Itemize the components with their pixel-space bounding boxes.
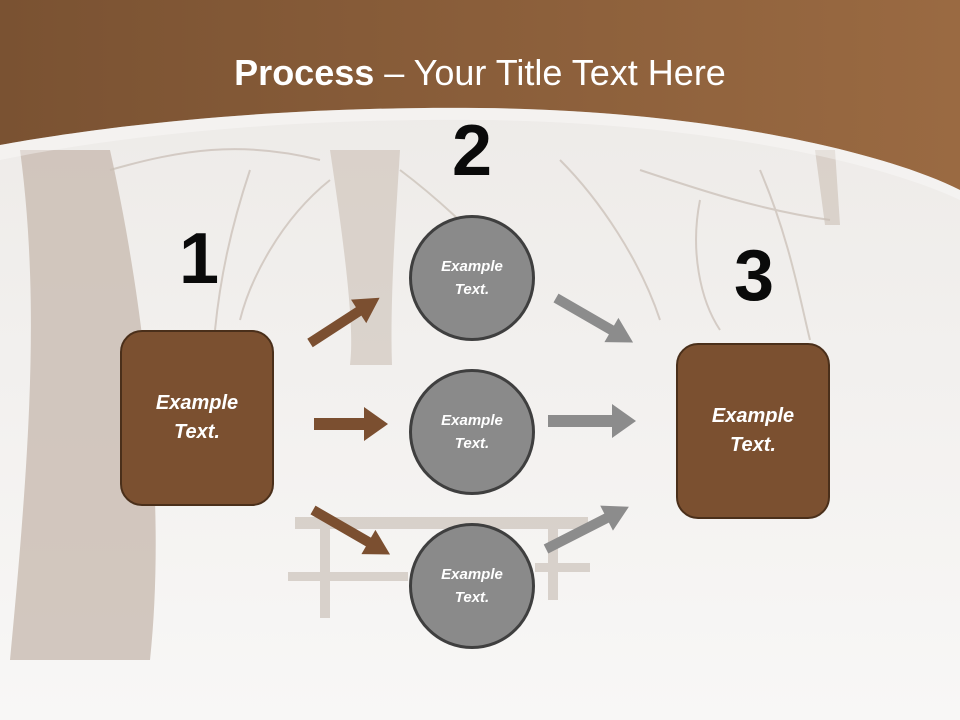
step-3-box: Example Text. <box>676 343 830 519</box>
step-1-box: Example Text. <box>120 330 274 506</box>
step-number-3: 3 <box>733 236 775 316</box>
step-number-2: 2 <box>451 111 493 191</box>
arrow-from-circle-3 <box>543 505 629 554</box>
arrow-from-circle-2 <box>548 404 636 438</box>
title-rest: – Your Title Text Here <box>374 52 726 93</box>
arrow-from-circle-1 <box>553 293 634 343</box>
circle-2-text: Example Text. <box>441 412 503 452</box>
picnic-table <box>288 517 590 618</box>
circle-1-text: Example Text. <box>441 258 503 298</box>
arrow-to-circle-3 <box>310 505 391 555</box>
step-2-circle-2: Example Text. <box>409 369 535 495</box>
slide-title: Process – Your Title Text Here <box>0 52 960 94</box>
arrow-to-circle-1 <box>307 297 380 348</box>
step-3-text: Example Text. <box>711 405 795 456</box>
circle-3-text: Example Text. <box>441 566 503 606</box>
tree-trunks <box>10 150 840 660</box>
step-2-circle-3: Example Text. <box>409 523 535 649</box>
step-number-1: 1 <box>178 219 220 299</box>
step-2-circle-1: Example Text. <box>409 215 535 341</box>
arrow-to-circle-2 <box>314 407 388 441</box>
step-1-text: Example Text. <box>155 392 239 443</box>
title-bold: Process <box>234 52 375 93</box>
